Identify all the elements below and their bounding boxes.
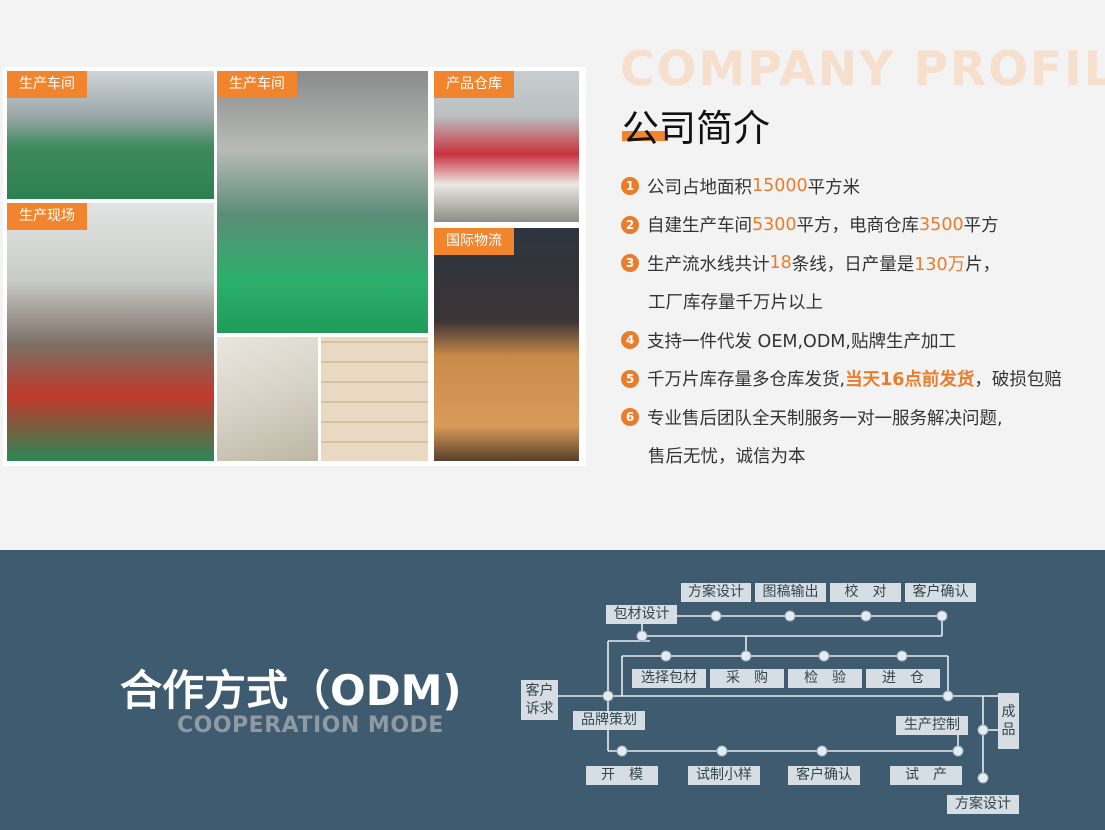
photo-tag: 产品仓库 xyxy=(434,71,514,98)
photo-boxes xyxy=(321,337,428,461)
profile-point-continued: 售后无忧，诚信为本 xyxy=(648,447,806,468)
photo-material-bags xyxy=(217,337,318,461)
flow-node-mid-4: 进 仓 xyxy=(866,669,940,688)
flow-node-final: 方案设计 xyxy=(947,795,1019,814)
flow-node-mid-3: 检 验 xyxy=(788,669,862,688)
flow-node-mid-2: 采 购 xyxy=(710,669,784,688)
flow-node-mid-1: 选择包材 xyxy=(632,669,706,688)
profile-title-cn: 公司简介 xyxy=(622,107,770,150)
flow-node-top-3: 校 对 xyxy=(830,583,901,602)
flow-node-bottom-4: 试 产 xyxy=(890,766,962,785)
photo-tag: 生产车间 xyxy=(217,71,297,98)
process-flow-lines xyxy=(558,610,998,784)
number-badge: 6 xyxy=(621,408,639,427)
photo-workshop-1: 生产车间 xyxy=(7,71,214,199)
odm-title: 合作方式（ODM) xyxy=(120,666,462,715)
profile-point: 6 专业售后团队全天制服务一对一服务解决问题, xyxy=(621,398,1101,437)
number-badge: 3 xyxy=(621,254,639,273)
flow-node-customer: 客户 诉求 xyxy=(521,680,558,720)
flow-node-production-control: 生产控制 xyxy=(896,716,968,735)
flow-node-brand-plan: 品牌策划 xyxy=(573,711,645,730)
profile-title-en: COMPANY PROFILE xyxy=(620,42,1105,97)
photo-logistics: 国际物流 xyxy=(434,228,579,461)
odm-subtitle: COOPERATION MODE xyxy=(177,713,444,738)
number-badge: 4 xyxy=(621,331,639,350)
photo-warehouse: 产品仓库 xyxy=(434,71,579,222)
photo-tag: 生产现场 xyxy=(7,203,87,230)
profile-point-continued: 工厂库存量千万片以上 xyxy=(648,293,823,314)
photo-production-site: 生产现场 xyxy=(7,203,214,461)
photo-tag: 生产车间 xyxy=(7,71,87,98)
flow-node-top-2: 图稿输出 xyxy=(755,583,826,602)
flow-node-top-4: 客户确认 xyxy=(905,583,976,602)
number-badge: 5 xyxy=(621,369,639,388)
photo-collage: 生产车间 生产现场 生产车间 产品仓库 国际物流 xyxy=(3,67,586,466)
flow-node-top-1: 方案设计 xyxy=(681,583,751,602)
profile-point: 4 支持一件代发 OEM,ODM,贴牌生产加工 xyxy=(621,321,1101,360)
flow-node-bottom-1: 开 模 xyxy=(586,766,658,785)
flow-node-package-design: 包材设计 xyxy=(606,605,677,624)
title-underline-accent xyxy=(622,131,668,141)
flow-node-finished: 成 品 xyxy=(998,693,1019,749)
odm-section: 合作方式（ODM) COOPERATION MODE xyxy=(0,550,1105,830)
flow-node-bottom-2: 试制小样 xyxy=(688,766,760,785)
profile-point: 5 千万片库存量多仓库发货,当天16点前发货，破损包赔 xyxy=(621,360,1101,399)
number-badge: 1 xyxy=(621,177,639,196)
flow-node-bottom-3: 客户确认 xyxy=(788,766,860,785)
photo-workshop-2: 生产车间 xyxy=(217,71,428,333)
photo-tag: 国际物流 xyxy=(434,228,514,255)
number-badge: 2 xyxy=(621,215,639,234)
